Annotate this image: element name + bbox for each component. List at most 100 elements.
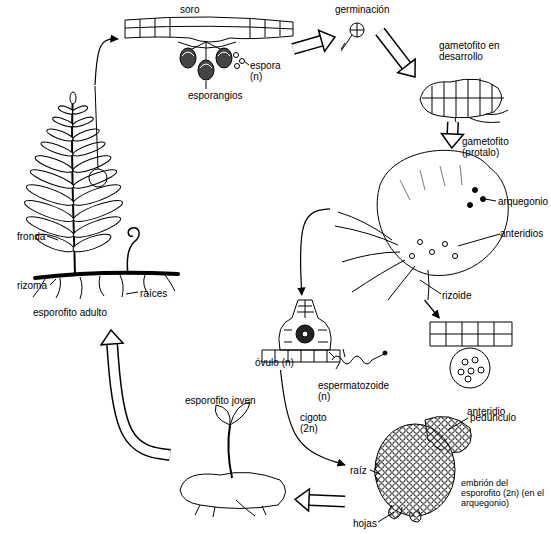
cycle-arrow: [95, 39, 118, 85]
arrow-shaft-outline: [380, 32, 406, 66]
structure-label: anteridios: [500, 228, 543, 239]
structure-label: fronda: [17, 231, 45, 242]
antheridium: [410, 254, 415, 259]
pinna: [72, 139, 107, 158]
structure-label: gametofito en desarrollo: [439, 40, 507, 62]
cycle-arrow: [293, 30, 335, 51]
archegonium-cells: [284, 300, 328, 342]
antheridium: [430, 250, 435, 255]
rhizome: [35, 273, 178, 278]
leader-line: [47, 236, 138, 294]
arrow-shaft-outline: [293, 41, 322, 49]
pinna: [52, 115, 75, 128]
gametophyte-cells: [430, 322, 512, 346]
structure-label: hojas: [353, 518, 377, 529]
structure-label: raíz: [350, 465, 367, 476]
sporangium: [216, 48, 232, 68]
hollow-arrow-head: [101, 330, 123, 345]
embryo-root: [374, 460, 380, 482]
leader-line: [420, 199, 500, 294]
arrow-shaft: [309, 500, 345, 502]
thin-arrow: [300, 209, 330, 295]
leaf-cells: [125, 18, 293, 38]
stage-region: soro esporangios espora (n): [118, 4, 293, 104]
young-stalk: [228, 425, 232, 478]
free-label: espermatozoide (n): [318, 380, 398, 402]
stage-region: óvulo (n): [255, 295, 340, 370]
arrow-shaft-outline: [309, 500, 345, 502]
sporangium: [180, 48, 196, 68]
structure-label: germinación: [335, 4, 389, 15]
arrow-label: cigoto (2n): [300, 412, 342, 434]
pinna: [71, 104, 88, 115]
cycle-arrow: [101, 330, 170, 455]
germ-tube: [341, 23, 364, 51]
cycle-arrow: [380, 32, 415, 77]
structure-label: gametofito (protalo): [462, 136, 524, 158]
thin-arrow: [425, 300, 440, 318]
structure-label: esporangios: [188, 90, 242, 101]
hollow-arrow-head: [319, 30, 335, 51]
stage-region: anteridio: [425, 318, 520, 418]
spore: [235, 64, 240, 69]
stage-region: esporofito joven: [170, 395, 295, 515]
fiddlehead: [127, 228, 139, 275]
archegonium: [468, 203, 473, 208]
structure-label: esporofito adulto: [33, 307, 107, 318]
cycle-arrow: [425, 300, 440, 318]
spore: [240, 59, 245, 64]
leader-line: [206, 62, 249, 89]
antheridium-wall: [450, 348, 490, 388]
arrow-shaft: [380, 32, 406, 66]
arrow-shaft-outline: [446, 122, 459, 134]
archegonium: [473, 188, 478, 193]
pinna: [40, 139, 75, 158]
egg-nucleus: [302, 331, 308, 337]
pinna: [72, 115, 95, 128]
sporangium-annulus: [182, 52, 230, 68]
spore: [234, 53, 239, 58]
structure-label: óvulo (n): [255, 357, 294, 368]
arrow-shaft: [293, 41, 322, 49]
stage-region: pedúnculoraízhojasembrión del esporofito…: [345, 410, 550, 532]
stage-region: gametofito en desarrollo: [415, 40, 510, 122]
frond-tip: [70, 92, 76, 104]
archegonium: [481, 197, 486, 202]
arrow-shaft: [112, 344, 170, 455]
archegonium-wall: [279, 300, 331, 350]
arrow-shaft-outline: [112, 344, 170, 455]
stage-region: gametofito (protalo)arquegonioanteridios…: [330, 148, 540, 300]
thin-arrow: [95, 39, 118, 85]
stage-region: germinación: [335, 4, 380, 59]
structure-label: espora (n): [250, 60, 286, 82]
sperm-mother-cells: [458, 357, 484, 382]
pinna: [45, 126, 74, 143]
prothallus-cells: [400, 165, 462, 200]
structure-label: esporofito joven: [185, 395, 256, 406]
antheridium: [418, 240, 423, 245]
structure-label: raíces: [140, 288, 167, 299]
antheridium: [443, 242, 448, 247]
sperm-cell: [329, 349, 384, 369]
prothallus: [377, 150, 508, 275]
structure-label: embrión del esporofito (2n) (en el arque…: [461, 478, 550, 508]
stage-region: esporofito adultofrondarizomaraíces: [15, 85, 175, 330]
arrow-shaft: [448, 122, 458, 134]
hollow-arrow-head: [441, 134, 463, 148]
young-root: [195, 500, 266, 517]
cycle-arrow: [300, 209, 330, 295]
structure-label: soro: [180, 4, 199, 15]
leaf-section: [125, 17, 293, 42]
antheridium: [453, 254, 458, 259]
roots: [33, 275, 175, 299]
leader-line: [370, 418, 468, 522]
cycle-arrow: [295, 489, 345, 511]
egg-cell: [296, 325, 314, 343]
leader-line: [95, 86, 98, 169]
cycle-arrow: [441, 122, 463, 148]
sperm-head: [383, 351, 387, 355]
hollow-arrow-head: [295, 489, 309, 511]
